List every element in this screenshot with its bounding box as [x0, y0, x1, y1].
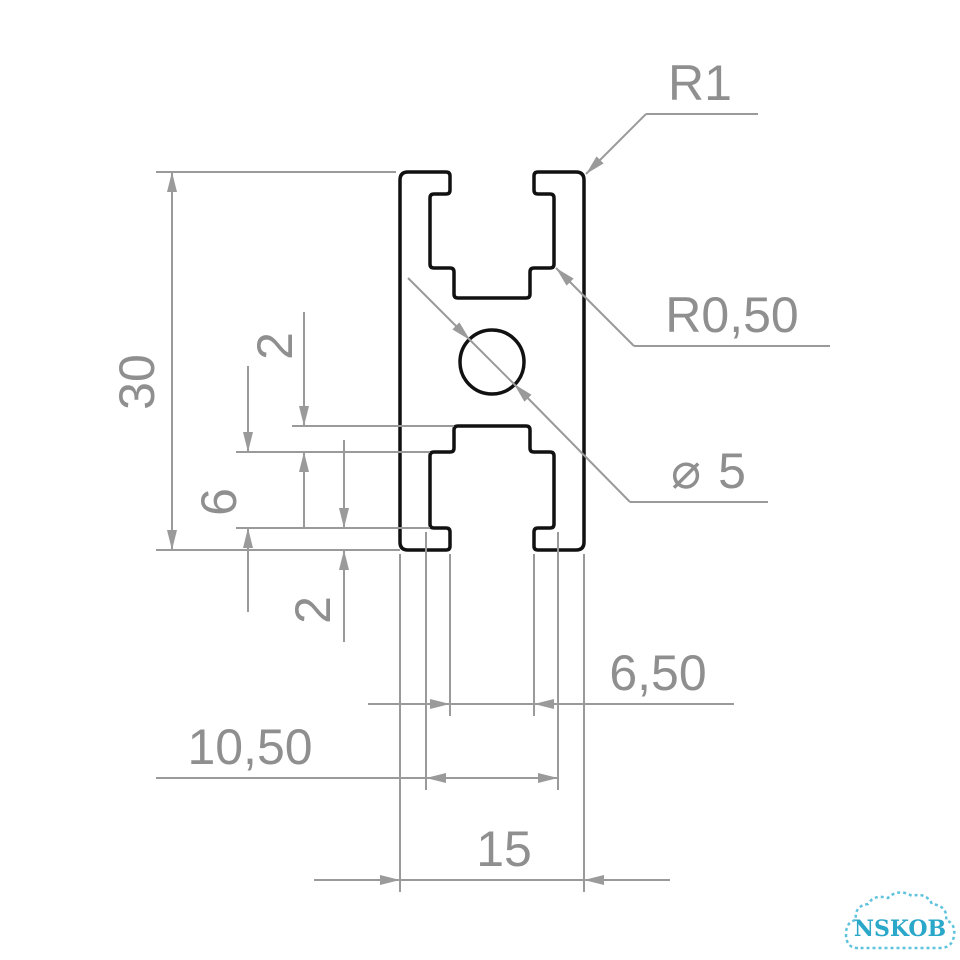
center-hole [458, 328, 526, 396]
hole-diameter-label: 5 [718, 443, 746, 499]
dimension-height: 30 [109, 171, 396, 551]
logo-text: NSKOB [854, 916, 946, 942]
slot-depth-label: 6 [191, 488, 247, 516]
dimension-slot-opening: 6,50 [368, 645, 734, 709]
height-label: 30 [109, 354, 165, 410]
wall-bottom-label: 2 [285, 596, 341, 624]
dimension-slot-depth: 6 2 2 [191, 312, 454, 642]
profile-outline [398, 170, 586, 552]
wall-top-label: 2 [247, 332, 303, 360]
corner-radius-label: R1 [668, 55, 732, 111]
diameter-symbol: ⌀ [671, 443, 701, 499]
dimension-width: 15 [314, 821, 670, 885]
dimension-corner-radius: R1 [585, 55, 758, 175]
dimension-hole-diameter: ⌀ 5 [407, 277, 768, 503]
brand-logo: NSKOB [844, 891, 956, 950]
slot-inner-label: 10,50 [187, 719, 312, 775]
inner-radius-label: R0,50 [665, 287, 798, 343]
slot-opening-label: 6,50 [609, 645, 706, 701]
extension-lines-bottom [399, 532, 585, 892]
dimension-inner-radius: R0,50 [555, 267, 830, 347]
dimension-slot-inner: 10,50 [156, 719, 558, 783]
width-label: 15 [476, 821, 532, 877]
